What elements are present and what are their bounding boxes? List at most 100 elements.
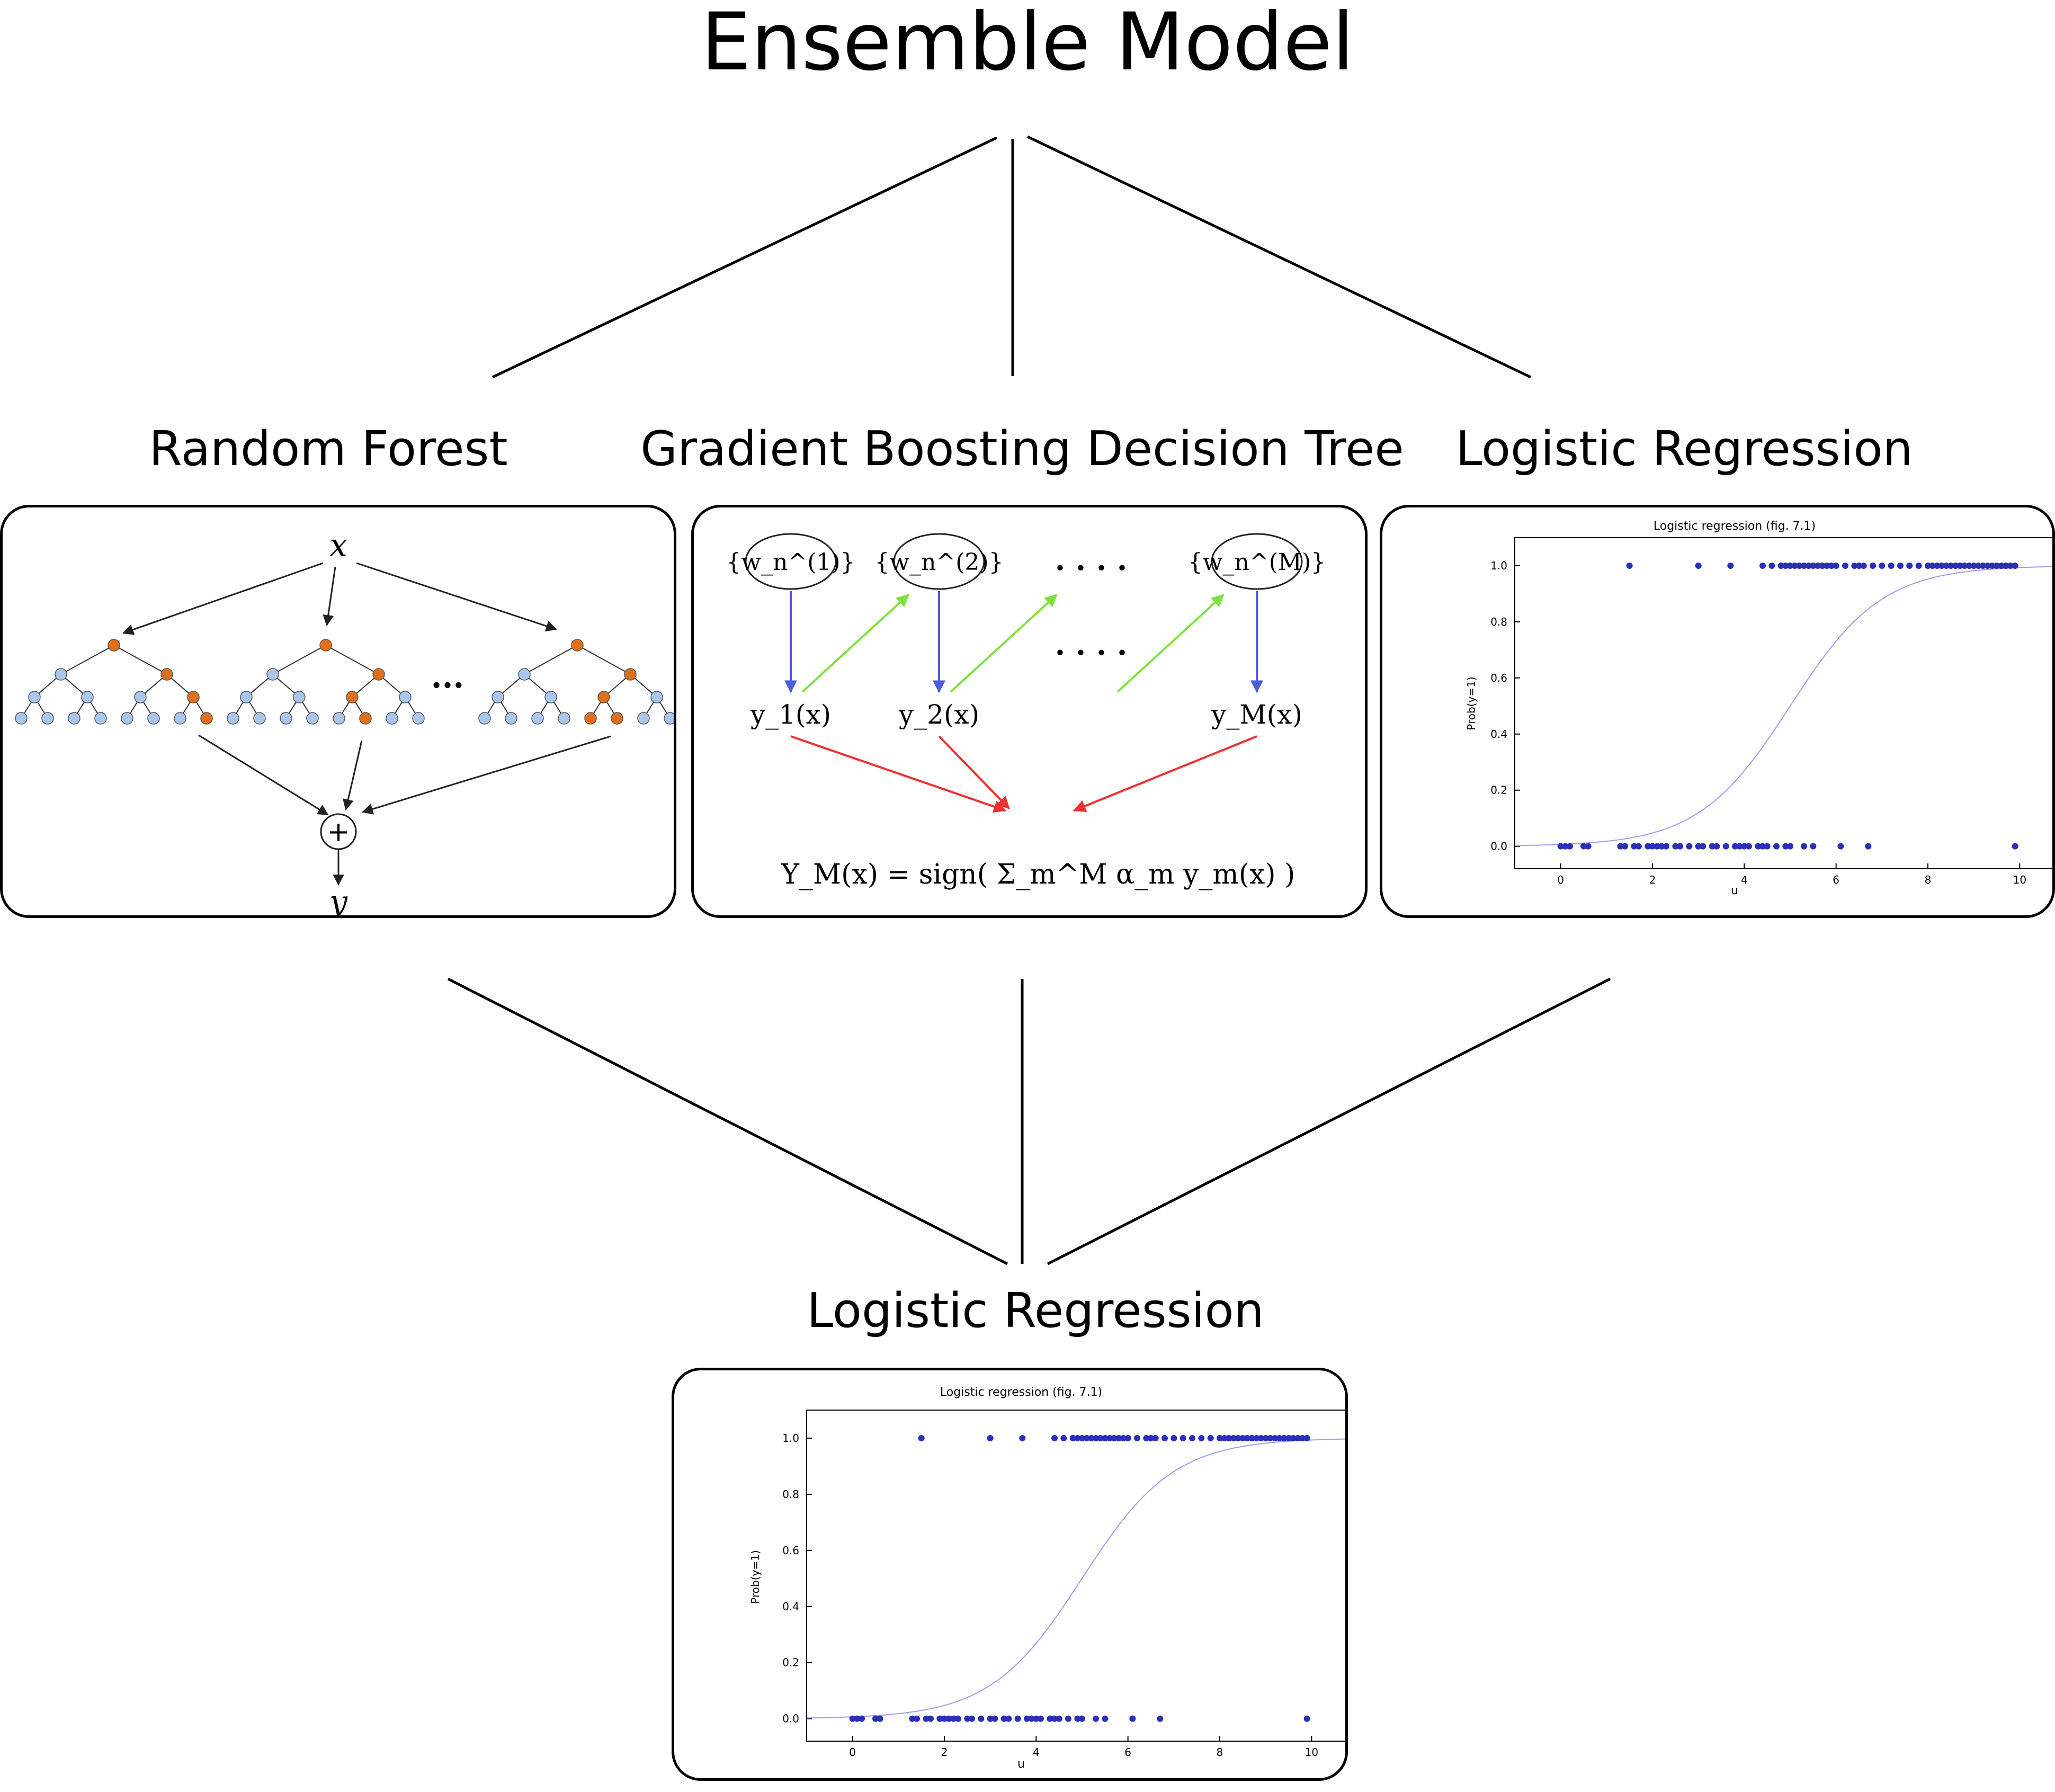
gbdt-dots-top: . . . . — [1055, 542, 1127, 577]
x-tick-label: 6 — [1124, 1746, 1131, 1759]
data-point-y0 — [1093, 1715, 1099, 1722]
data-point-y0 — [1557, 843, 1564, 850]
data-point-y1 — [1074, 1434, 1081, 1441]
data-point-y0 — [978, 1715, 985, 1722]
x-tick-label: 8 — [1925, 873, 1932, 886]
data-point-y0 — [1005, 1715, 1012, 1722]
data-point-y1 — [1088, 1434, 1095, 1441]
data-point-y0 — [859, 1715, 865, 1722]
data-point-y1 — [1925, 562, 1931, 569]
data-point-y0 — [1782, 843, 1789, 850]
plot-frame — [806, 1410, 1345, 1742]
rf-tree-node — [531, 712, 544, 725]
x-tick-label: 0 — [849, 1746, 856, 1759]
data-point-y0 — [854, 1715, 861, 1722]
rf-output-y: y — [328, 884, 348, 915]
data-point-y1 — [2012, 562, 2018, 569]
data-point-y0 — [1741, 843, 1748, 850]
data-point-y1 — [1984, 562, 1991, 569]
data-point-y0 — [914, 1715, 920, 1722]
data-point-y0 — [1773, 843, 1780, 850]
data-point-y1 — [1217, 1434, 1223, 1441]
data-point-y0 — [1622, 843, 1628, 850]
data-point-y0 — [849, 1715, 856, 1722]
final-lr-chart-title: Logistic regression (fig. 7.1) — [940, 1386, 1102, 1399]
data-point-y1 — [1787, 562, 1793, 569]
data-point-y0 — [1051, 1715, 1058, 1722]
data-point-y1 — [1148, 1434, 1154, 1441]
data-point-y0 — [1700, 843, 1706, 850]
data-point-y1 — [1929, 562, 1936, 569]
data-point-y0 — [1000, 1715, 1007, 1722]
x-tick-label: 6 — [1833, 873, 1839, 886]
data-point-y1 — [1115, 1434, 1122, 1441]
logistic-regression-chart: Logistic regression (fig. 7.1) u Prob(y=… — [1465, 520, 2052, 897]
data-point-y1 — [1947, 562, 1954, 569]
y-tick-label: 0.8 — [1490, 616, 1507, 628]
data-point-y0 — [1801, 843, 1807, 850]
data-point-y0 — [1038, 1715, 1044, 1722]
rf-tree-node — [81, 691, 94, 703]
data-point-y0 — [1713, 843, 1720, 850]
random-forest-panel: x ... + y — [0, 505, 676, 918]
gbdt-green-arrow-3 — [1116, 594, 1225, 693]
data-point-y1 — [1207, 1434, 1214, 1441]
data-point-y0 — [1303, 1715, 1310, 1722]
data-point-y1 — [1180, 1434, 1186, 1441]
data-point-y0 — [1102, 1715, 1109, 1722]
data-point-y1 — [1870, 562, 1876, 569]
data-point-y1 — [1777, 562, 1784, 569]
data-point-y1 — [1888, 562, 1895, 569]
data-point-y0 — [1631, 843, 1638, 850]
data-point-y1 — [1299, 1434, 1306, 1441]
rf-tree-node — [306, 712, 319, 725]
data-point-y0 — [1617, 843, 1624, 850]
data-point-y0 — [1074, 1715, 1081, 1722]
connector-bottom-right — [1047, 977, 1611, 1265]
data-point-y0 — [955, 1715, 961, 1722]
rf-combine-symbol: + — [327, 816, 350, 848]
rf-tree-node — [544, 691, 557, 703]
data-point-y1 — [1161, 1434, 1168, 1441]
data-point-y1 — [1796, 562, 1803, 569]
data-point-y1 — [1290, 1434, 1297, 1441]
rf-tree-node-active — [597, 691, 610, 703]
rf-tree-node-active — [319, 639, 332, 652]
data-point-y1 — [1102, 1434, 1109, 1441]
data-point-y1 — [1851, 562, 1858, 569]
rf-tree-node-active — [571, 639, 584, 652]
connector-top-right — [1026, 135, 1532, 379]
y-tick-label: 0.4 — [1490, 728, 1507, 741]
data-point-y0 — [1663, 843, 1669, 850]
data-point-y0 — [1755, 843, 1762, 850]
data-point-y1 — [1239, 1434, 1246, 1441]
data-point-y0 — [1024, 1715, 1030, 1722]
data-point-y1 — [1856, 562, 1862, 569]
gbdt-learner-1: y_1(x) — [750, 699, 831, 730]
data-point-y0 — [2012, 843, 2018, 850]
data-point-y0 — [987, 1715, 994, 1722]
data-point-y0 — [1157, 1715, 1164, 1722]
data-point-y1 — [1258, 1434, 1264, 1441]
data-point-y1 — [987, 1434, 994, 1441]
data-point-y1 — [1248, 1434, 1255, 1441]
x-tick-label: 8 — [1217, 1746, 1223, 1759]
final-lr-x-axis-label: u — [1017, 1758, 1025, 1771]
data-point-y0 — [872, 1715, 879, 1722]
rf-tree-node-active — [372, 668, 385, 681]
logistic-regression-panel: Logistic regression (fig. 7.1) u Prob(y=… — [1380, 505, 2055, 918]
rf-tree-node — [280, 712, 292, 725]
rf-tree-edge — [325, 645, 379, 675]
data-point-y1 — [1961, 562, 1968, 569]
data-point-y1 — [1759, 562, 1766, 569]
data-point-y1 — [1051, 1434, 1058, 1441]
data-point-y1 — [1938, 562, 1945, 569]
data-point-y1 — [1879, 562, 1886, 569]
data-point-y1 — [918, 1434, 925, 1441]
rf-tree-node — [94, 712, 107, 725]
data-point-y1 — [1276, 1434, 1283, 1441]
lr-y-axis-label: Prob(y=1) — [1465, 676, 1478, 730]
rf-tree-node-active — [624, 668, 637, 681]
data-point-y0 — [923, 1715, 930, 1722]
data-point-y0 — [909, 1715, 916, 1722]
